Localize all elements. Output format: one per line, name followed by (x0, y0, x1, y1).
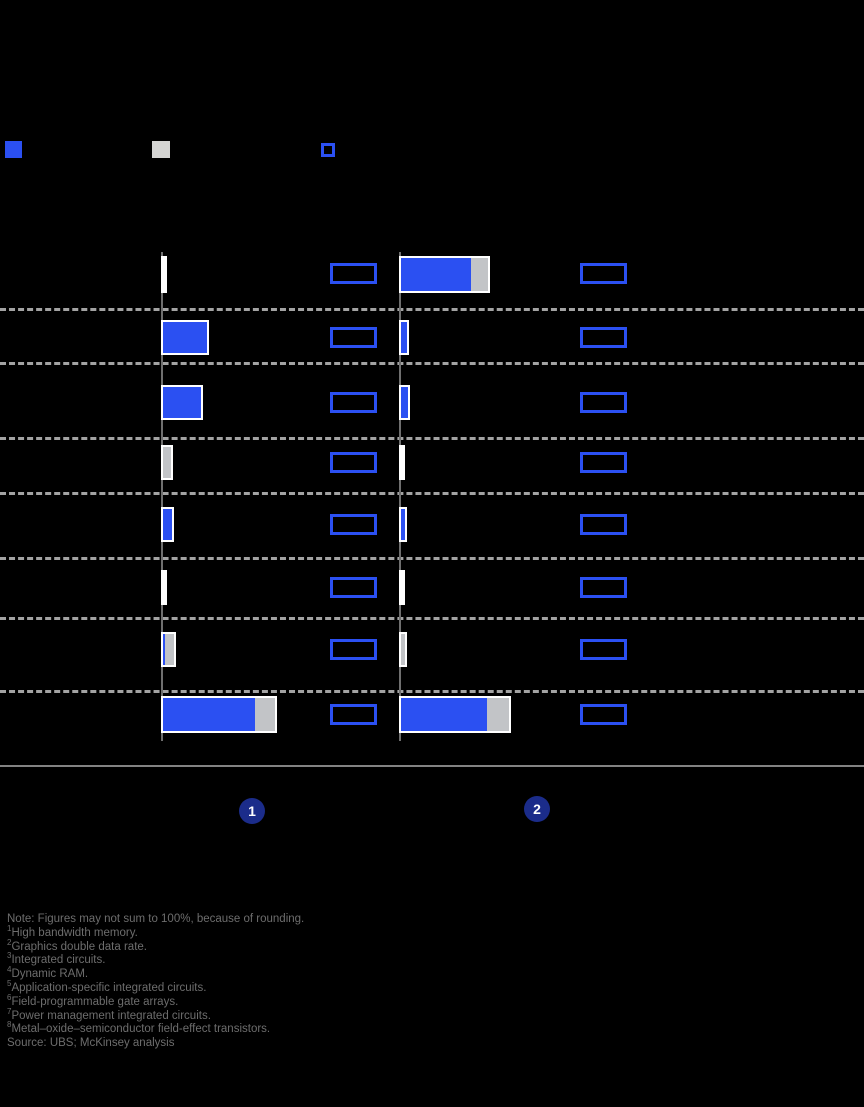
row-separator-dashed-line (0, 690, 864, 693)
panel-1-row-8-value-box (330, 704, 377, 725)
bar-segment-white (163, 258, 165, 291)
bar-segment-gray (163, 447, 171, 478)
row-separator-dashed-line (0, 308, 864, 311)
row-separator-dashed-line (0, 557, 864, 560)
row-separator-dashed-line (0, 437, 864, 440)
panel-2-row-8-value-box (580, 704, 627, 725)
bar-segment-blue (163, 634, 165, 665)
panel-1-row-3-bar (161, 385, 203, 420)
panel-2-row-6-bar (399, 570, 405, 605)
panel-2-row-4-value-box (580, 452, 627, 473)
panel-2-baseline-axis (399, 252, 401, 741)
panel-2-row-1-bar (399, 256, 490, 293)
bar-segment-blue (401, 258, 471, 291)
row-separator-dashed-line (0, 362, 864, 365)
bar-segment-white (163, 572, 165, 603)
footnote-line: 1High bandwidth memory. (7, 923, 138, 939)
panel-1-row-2-bar (161, 320, 209, 355)
bar-segment-blue (163, 322, 207, 353)
panel-2-row-3-value-box (580, 392, 627, 413)
panel-1-row-7-bar (161, 632, 176, 667)
bar-segment-blue (163, 509, 172, 540)
bar-segment-gray (487, 698, 509, 731)
bar-segment-white (401, 447, 403, 478)
bar-segment-blue (401, 698, 487, 731)
bar-segment-gray (255, 698, 275, 731)
panel-2-row-1-value-box (580, 263, 627, 284)
panel-2-row-6-value-box (580, 577, 627, 598)
legend-swatch-blue-filled-icon (5, 141, 22, 158)
bar-segment-blue (401, 387, 408, 418)
panel-1-row-8-bar (161, 696, 277, 733)
panel-2-row-2-value-box (580, 327, 627, 348)
footnotes-block: Note: Figures may not sum to 100%, becau… (7, 913, 607, 1051)
panel-1-row-1-value-box (330, 263, 377, 284)
panel-2-row-5-bar (399, 507, 407, 542)
footnote-line: 3Integrated circuits. (7, 951, 106, 967)
panel-2-row-2-bar (399, 320, 409, 355)
panel-2-row-7-bar (399, 632, 407, 667)
footnote-line: Note: Figures may not sum to 100%, becau… (7, 913, 305, 925)
panel-1-row-7-value-box (330, 639, 377, 660)
panel-1-row-4-bar (161, 445, 173, 480)
panel-1-row-6-value-box (330, 577, 377, 598)
panel-2-row-5-value-box (580, 514, 627, 535)
panel-2-row-8-bar (399, 696, 511, 733)
panel-1-number-badge: 1 (239, 798, 265, 824)
footnote-line: 4Dynamic RAM. (7, 965, 89, 981)
panel-1-row-5-value-box (330, 514, 377, 535)
footnote-line: 5Application-specific integrated circuit… (7, 979, 207, 994)
row-separator-dashed-line (0, 617, 864, 620)
footnote-line: 8Metal–oxide–semiconductor field-effect … (7, 1020, 271, 1036)
bar-segment-gray (471, 258, 488, 291)
panel-1-row-5-bar (161, 507, 174, 542)
footnote-line: 6Field-programmable gate arrays. (7, 992, 179, 1008)
panel-1-row-1-bar (161, 256, 167, 293)
footnote-line: Source: UBS; McKinsey analysis (7, 1037, 175, 1050)
panel-1-row-4-value-box (330, 452, 377, 473)
legend-swatch-blue-outline-icon (321, 143, 335, 157)
footnote-line: 7Power management integrated circuits. (7, 1006, 211, 1022)
bar-segment-white (401, 572, 403, 603)
panel-2-row-3-bar (399, 385, 410, 420)
panel-2-number-badge: 2 (524, 796, 550, 822)
bar-segment-blue (401, 509, 405, 540)
panel-2-row-7-value-box (580, 639, 627, 660)
panel-1-row-2-value-box (330, 327, 377, 348)
panel-2-row-4-bar (399, 445, 405, 480)
panel-1-row-6-bar (161, 570, 167, 605)
row-separator-dashed-line (0, 492, 864, 495)
bar-segment-blue (401, 322, 407, 353)
panel-1-row-3-value-box (330, 392, 377, 413)
legend-swatch-gray-filled-icon (152, 141, 170, 158)
bar-segment-gray (165, 634, 174, 665)
bar-segment-blue (163, 698, 255, 731)
bottom-divider-line (0, 765, 864, 767)
bar-segment-blue (163, 387, 201, 418)
panel-1-baseline-axis (161, 252, 163, 741)
footnote-line: 2Graphics double data rate. (7, 937, 147, 953)
bar-segment-gray (401, 634, 405, 665)
